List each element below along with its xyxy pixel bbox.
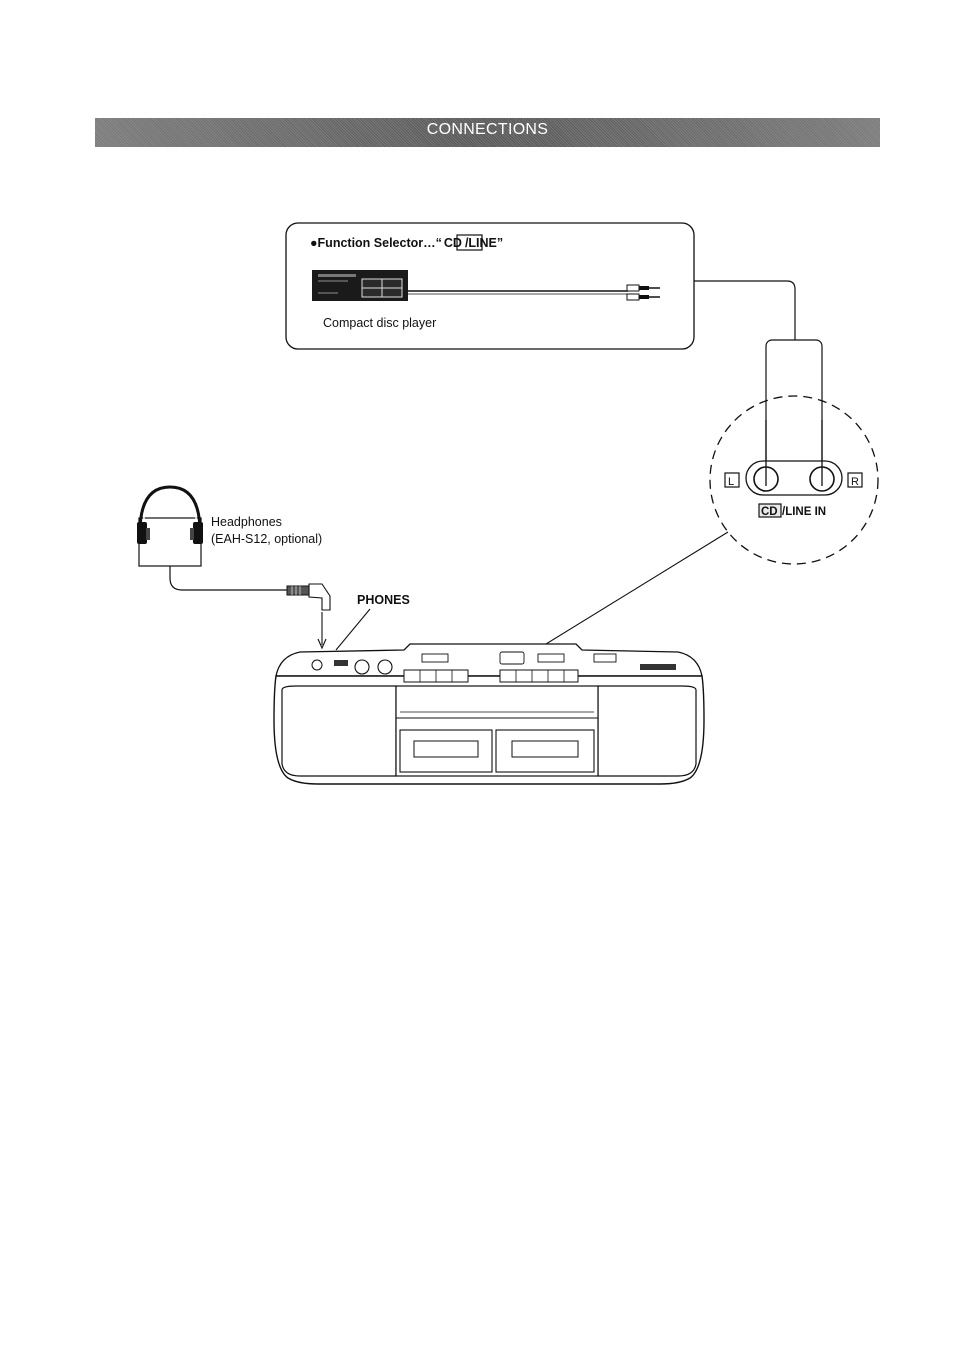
headphones-icon	[137, 487, 203, 566]
headphones-model-label: (EAH-S12, optional)	[211, 532, 322, 546]
headphone-plug-icon	[287, 584, 330, 610]
headphone-cord	[170, 566, 288, 590]
cd-boxed-label: CD	[444, 236, 462, 250]
compact-disc-player-label: Compact disc player	[323, 316, 436, 330]
svg-text:L: L	[728, 476, 734, 488]
cd-player-callout: ●Function Selector…“CD/LINE” Compact dis…	[286, 223, 694, 349]
compact-disc-player-icon	[312, 270, 408, 301]
callout-connector-line	[694, 281, 795, 340]
headphones-label: Headphones	[211, 515, 282, 529]
phones-label: PHONES	[357, 593, 410, 607]
cd-line-in-cd: CD	[761, 506, 778, 518]
phones-jack-icon	[312, 660, 322, 670]
radio-cassette-unit	[274, 644, 704, 784]
right-speaker	[598, 686, 696, 776]
line-in-jack-detail: L R CD /LINE IN	[710, 396, 878, 564]
detail-leader-line	[520, 532, 728, 660]
phones-leader-line	[336, 609, 370, 650]
function-selector-text: ●Function Selector…“CD/LINE”	[310, 236, 503, 250]
left-speaker	[282, 686, 396, 776]
cd-line-in-label: /LINE IN	[782, 506, 826, 518]
svg-text:R: R	[851, 476, 859, 488]
rca-plugs-icon	[627, 285, 660, 300]
line-in-jacks-on-unit	[500, 652, 524, 664]
